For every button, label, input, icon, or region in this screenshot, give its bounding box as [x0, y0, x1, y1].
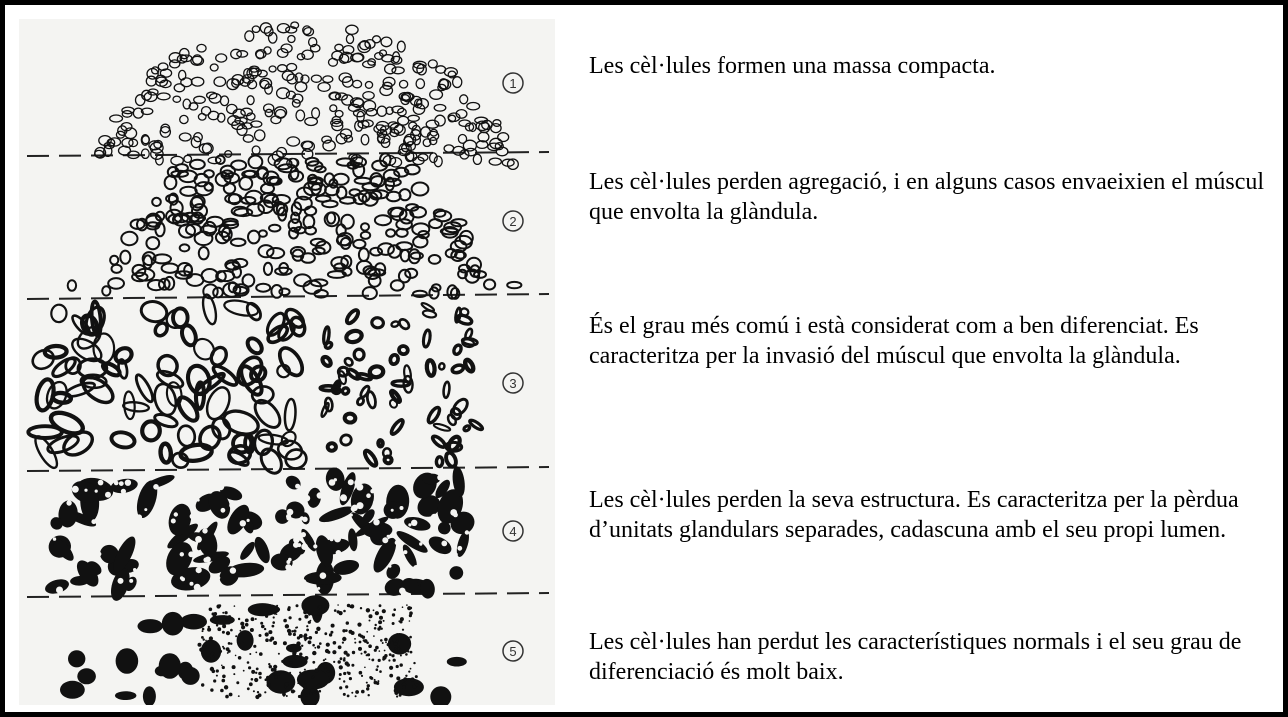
svg-text:5: 5	[509, 644, 516, 659]
svg-text:4: 4	[509, 524, 516, 539]
zone-grade-5-sheets	[60, 595, 467, 705]
zone-grade-3-glands	[26, 293, 485, 475]
grade-2-description: Les cèl·lules perden agregació, i en alg…	[589, 169, 1265, 225]
grade-marker-3: 3	[502, 372, 524, 394]
svg-text:1: 1	[509, 76, 516, 91]
grade-5-description: Les cèl·lules han perdut les característ…	[589, 629, 1242, 685]
grade-3-description: És el grau més comú i està considerat co…	[589, 313, 1199, 369]
svg-text:3: 3	[509, 376, 516, 391]
grade-marker-5: 5	[502, 640, 524, 662]
separator-line-1	[26, 151, 550, 157]
grade-4-description: Les cèl·lules perden la seva estructura.…	[589, 487, 1239, 543]
zone-grade-4-fused-glands	[45, 466, 475, 601]
grade-marker-2: 2	[502, 210, 524, 232]
grade-separators	[26, 151, 550, 598]
zone-grade-1-cells	[93, 21, 519, 171]
separator-line-2	[26, 293, 550, 300]
grade-marker-4: 4	[502, 520, 524, 542]
separator-line-3	[26, 466, 550, 472]
gleason-pattern-svg: 1 2 3 4 5	[26, 21, 550, 705]
svg-text:2: 2	[509, 214, 516, 229]
gleason-pattern-drawing: 1 2 3 4 5	[19, 19, 555, 705]
grade-1-description: Les cèl·lules formen una massa compacta.	[589, 53, 996, 79]
zone-grade-2-cells	[66, 152, 523, 301]
separator-line-4	[26, 592, 550, 598]
grade-marker-1: 1	[502, 72, 524, 94]
